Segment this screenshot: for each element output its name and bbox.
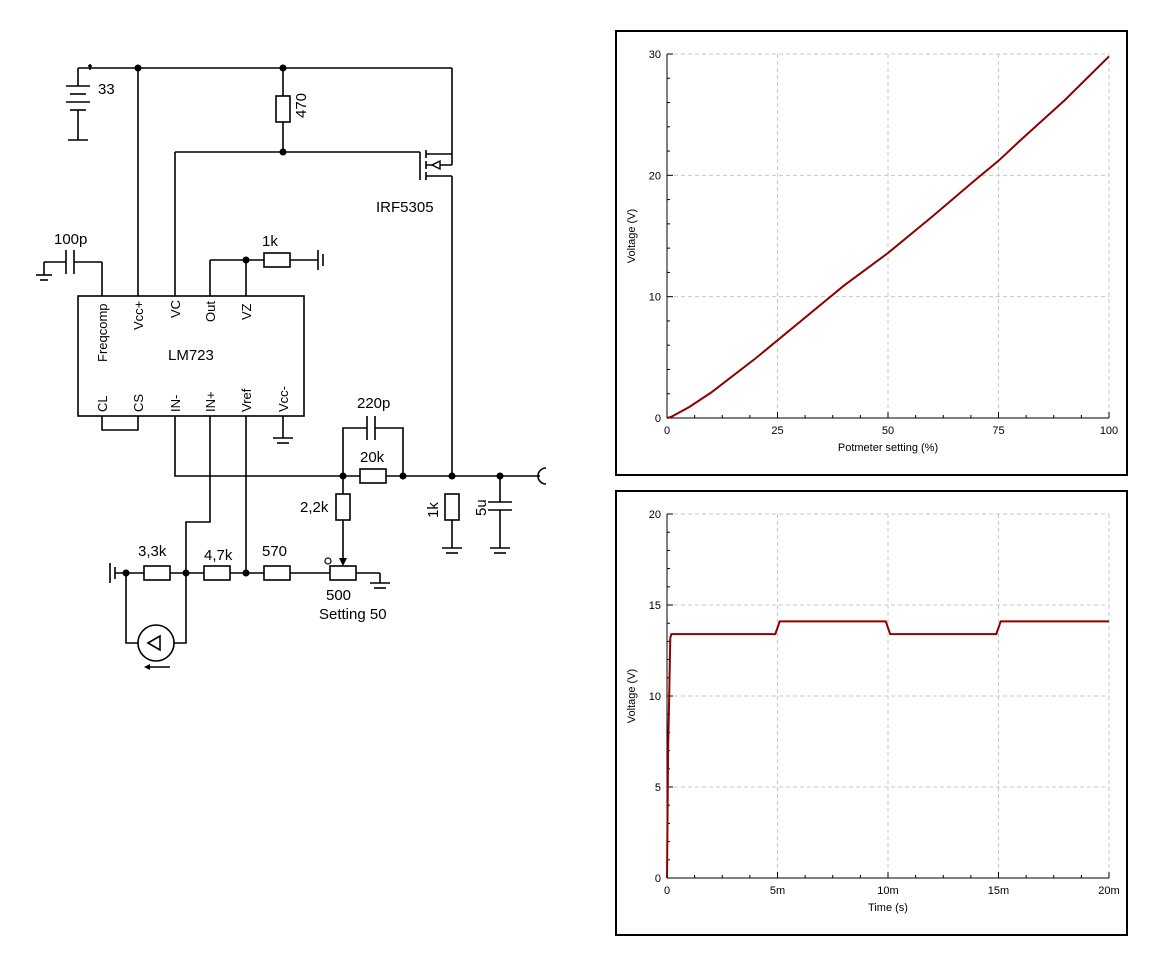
pin-vref: Vref [239,388,254,412]
x-tick-label: 75 [992,425,1004,437]
resistor-3k3-label: 3,3k [138,543,167,560]
y-tick-label: 20 [649,170,661,182]
y-axis-label: Voltage (V) [626,209,638,263]
pin-in-minus: IN- [168,395,183,412]
potentiometer-label: 500 [326,587,351,604]
capacitor-220p-label: 220p [357,395,390,412]
voltmeter-symbol [125,573,187,670]
x-tick-label: 25 [771,425,783,437]
pin-vcc-plus: Vcc+ [131,301,146,330]
x-tick-label: 0 [664,885,670,897]
x-tick-label: 0 [664,425,670,437]
pin-out: Out [203,301,218,322]
y-tick-label: 0 [655,413,661,425]
circuit-schematic: 33 470 IRF5305 100p [36,64,547,670]
y-tick-label: 15 [649,600,661,612]
resistor-470-label: 470 [293,93,310,118]
resistor-570: 570 [262,543,291,581]
capacitor-220p: 220p [342,395,404,476]
capacitor-100p-label: 100p [54,231,87,248]
series-line [666,620,1109,879]
resistor-3k3: 3,3k [138,543,171,581]
potentiometer-500: 500 Setting 50 [319,557,390,623]
resistor-2k2: 2,2k [300,476,351,566]
mosfet-symbol: IRF5305 [376,68,453,476]
resistor-570-label: 570 [262,543,287,560]
x-tick-label: 100 [1100,425,1118,437]
resistor-4k7: 4,7k [203,547,233,581]
series-line [666,55,1110,419]
capacitor-100p: 100p [36,231,103,296]
pin-cs: CS [131,394,146,412]
mosfet-label: IRF5305 [376,199,434,216]
resistor-1k-vz-label: 1k [262,233,278,250]
battery-symbol: 33 [66,64,115,141]
y-tick-label: 30 [649,49,661,61]
x-tick-label: 5m [770,885,785,897]
lm723-ic: LM723 Freqcomp Vcc+ VC Out VZ CL CS IN- … [77,295,305,417]
resistor-470: 470 [275,68,310,152]
resistor-1k-load-label: 1k [425,502,442,518]
y-tick-label: 20 [649,509,661,521]
resistor-1k-vz: 1k [209,233,324,296]
y-tick-label: 5 [655,782,661,794]
x-tick-label: 10m [877,885,898,897]
resistor-2k2-label: 2,2k [300,499,329,516]
x-axis-label: Potmeter setting (%) [838,442,938,454]
resistor-1k-load: 1k [425,493,462,554]
x-axis-label: Time (s) [868,902,908,914]
y-axis-label: Voltage (V) [626,669,638,723]
y-tick-label: 0 [655,873,661,885]
potentiometer-setting: Setting 50 [319,606,387,623]
capacitor-5u-label: 5u [473,499,490,516]
y-tick-label: 10 [649,691,661,703]
resistor-4k7-label: 4,7k [204,547,233,564]
resistor-20k-label: 20k [360,449,385,466]
pin-in-plus: IN+ [203,391,218,412]
capacitor-5u: 5u [473,476,512,554]
pin-freqcomp: Freqcomp [95,303,110,362]
resistor-20k: 20k [359,449,387,484]
pin-vcc-minus: Vcc- [276,386,291,412]
x-tick-label: 20m [1098,885,1119,897]
pin-cl: CL [95,395,110,412]
pin-vc: VC [168,300,183,318]
y-tick-label: 10 [649,292,661,304]
x-tick-label: 15m [988,885,1009,897]
pin-vz: VZ [239,303,254,320]
battery-label: 33 [98,81,115,98]
x-tick-label: 50 [882,425,894,437]
ic-name: LM723 [168,347,214,364]
